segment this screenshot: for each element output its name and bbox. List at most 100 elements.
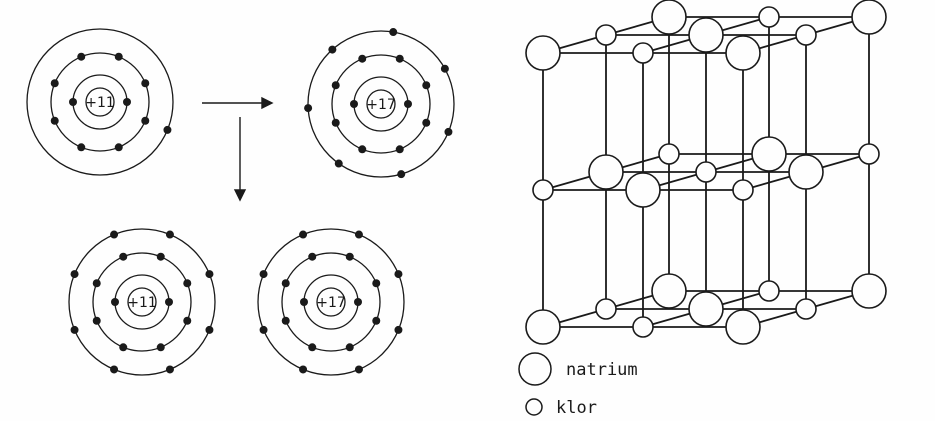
electron-shell (92, 252, 192, 352)
atom-sodium-bottom: +11 (68, 228, 216, 376)
chloride-ion-sphere (532, 179, 554, 201)
electron-shell (307, 30, 455, 178)
sodium-ion-sphere (725, 35, 761, 71)
electron (70, 325, 79, 334)
nucleus (366, 89, 396, 119)
atom-chlorine-top: +17 (304, 28, 455, 179)
down-arrow (233, 117, 247, 202)
chloride-ion-sphere (732, 179, 754, 201)
electron (119, 252, 128, 261)
sodium-ion-sphere (688, 291, 724, 327)
electron (422, 118, 431, 127)
electron (156, 343, 165, 352)
electron (50, 79, 59, 88)
electron (372, 316, 381, 325)
nucleus-charge-label: +17 (366, 97, 396, 113)
chloride-ion-sphere (695, 161, 717, 183)
electron (165, 298, 173, 306)
sodium-ion-sphere (588, 154, 624, 190)
nucleus-charge-label: +11 (85, 95, 115, 111)
electron (308, 252, 317, 261)
electron (331, 81, 340, 90)
atom-sodium-top: +11 (26, 28, 174, 176)
electron (123, 98, 131, 106)
electron (281, 316, 290, 325)
chloride-ion-sphere (595, 298, 617, 320)
electron (334, 159, 343, 168)
nucleus (127, 287, 157, 317)
sodium-ion-sphere (651, 273, 687, 309)
sodium-ion-sphere (851, 0, 887, 35)
electron (110, 230, 119, 239)
electron-shell (281, 252, 381, 352)
sodium-ion-sphere (525, 35, 561, 71)
sodium-ion-sphere (525, 309, 561, 345)
chloride-ion-sphere (795, 298, 817, 320)
electron (299, 365, 308, 374)
legend-large-sphere-icon (518, 352, 552, 386)
sodium-ion-sphere (788, 154, 824, 190)
chloride-ion-sphere (595, 24, 617, 46)
chloride-ion-sphere (858, 143, 880, 165)
nucleus-charge-label: +11 (127, 295, 157, 311)
electron (259, 325, 268, 334)
sodium-ion-sphere (651, 0, 687, 35)
chloride-ion-sphere (632, 316, 654, 338)
electron (389, 28, 398, 37)
electron (183, 316, 192, 325)
electron (141, 116, 150, 125)
electron (92, 316, 101, 325)
chloride-ion-sphere (758, 6, 780, 28)
nacl-crystal-lattice (525, 0, 887, 345)
electron (345, 252, 354, 261)
electron (358, 145, 367, 154)
electron (304, 104, 313, 113)
right-arrow (202, 96, 274, 110)
sodium-ion-sphere (751, 136, 787, 172)
electron (444, 127, 453, 136)
electron (308, 343, 317, 352)
electron (395, 145, 404, 154)
electron (395, 54, 404, 63)
electron (299, 230, 308, 239)
nucleus-charge-label: +17 (316, 295, 346, 311)
legend-natrium-label: natrium (566, 360, 638, 380)
electron (394, 325, 403, 334)
electron (350, 100, 358, 108)
chloride-ion-sphere (658, 143, 680, 165)
electron-shell (50, 52, 150, 152)
legend-small-sphere-icon (525, 398, 543, 416)
electron (205, 325, 214, 334)
nucleus (85, 87, 115, 117)
electron-shell (26, 28, 174, 176)
electron (77, 143, 86, 152)
electron (397, 170, 406, 179)
legend-klor-label: klor (556, 398, 597, 418)
atom-shell-diagrams: +11 +17 +11 +17 (26, 28, 455, 376)
electron (358, 54, 367, 63)
sodium-ion-sphere (725, 309, 761, 345)
electron (77, 52, 86, 61)
electron (92, 279, 101, 288)
chloride-ion-sphere (632, 42, 654, 64)
electron (404, 100, 412, 108)
electron (281, 279, 290, 288)
electron (331, 118, 340, 127)
electron (50, 116, 59, 125)
sodium-ion-sphere (688, 17, 724, 53)
electron (165, 365, 174, 374)
electron (328, 45, 337, 54)
sodium-ion-sphere (851, 273, 887, 309)
electron (165, 230, 174, 239)
reaction-arrows (202, 96, 274, 202)
electron (114, 52, 123, 61)
electron-shell (68, 228, 216, 376)
electron (119, 343, 128, 352)
electron (69, 98, 77, 106)
chloride-ion-sphere (758, 280, 780, 302)
electron (300, 298, 308, 306)
electron (111, 298, 119, 306)
electron (183, 279, 192, 288)
electron (422, 81, 431, 90)
